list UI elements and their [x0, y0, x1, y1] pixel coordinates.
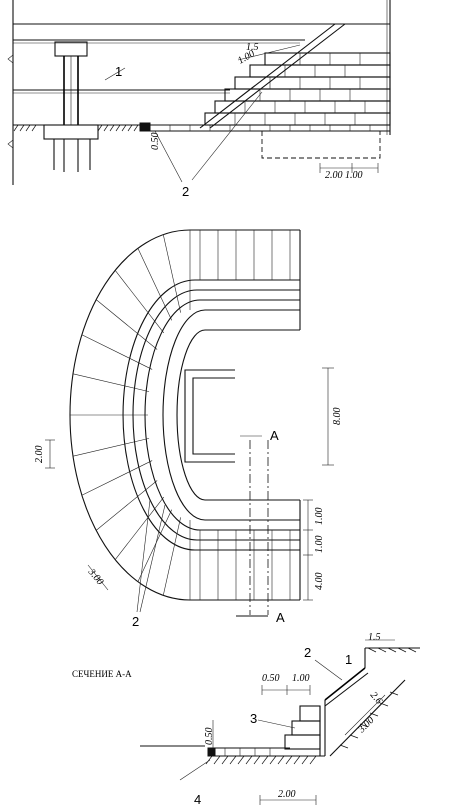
- dim-sec-300: 3.00: [356, 715, 377, 736]
- section-mark-a-top: A: [270, 428, 279, 443]
- dim-sec-050: 0.50: [262, 673, 280, 684]
- dim-sec-15: 1.5: [368, 632, 381, 643]
- dim-top-200-100: 2.00 1.00: [325, 170, 363, 181]
- dim-plan-200: 2.00: [34, 446, 45, 464]
- elevation-view: 2.00 1.00 1.5 1.00 0.50 1 2: [7, 0, 391, 199]
- dim-top-15: 1.5: [246, 42, 259, 53]
- callout-3: 3: [250, 711, 257, 726]
- dim-plan-side-b: 1.00: [314, 536, 325, 554]
- callout-2-plan: 2: [132, 614, 139, 629]
- section-a-a: СЕЧЕНИЕ А-А: [72, 632, 420, 807]
- dim-sec-050v: 0.50: [204, 728, 215, 746]
- plan-view: A A 8.00 1.00 1.00 4.00 2.00 3.00 2: [34, 229, 343, 629]
- dim-plan-side-c: 4.00: [314, 573, 325, 591]
- callout-1-section: 1: [345, 652, 352, 667]
- dim-plan-300: 3.00: [85, 566, 105, 587]
- dim-sec-200: 2.00: [278, 789, 296, 800]
- section-title: СЕЧЕНИЕ А-А: [72, 669, 132, 679]
- dim-plan-side-a: 1.00: [314, 508, 325, 526]
- callout-2-top: 2: [182, 184, 189, 199]
- dim-sec-100: 1.00: [292, 673, 310, 684]
- section-mark-a-bottom: A: [276, 610, 285, 625]
- dim-plan-800: 8.00: [332, 408, 343, 426]
- callout-2-section: 2: [304, 645, 311, 660]
- callout-4: 4: [194, 792, 201, 807]
- callout-1: 1: [115, 64, 122, 79]
- dim-top-050: 0.50: [150, 133, 161, 151]
